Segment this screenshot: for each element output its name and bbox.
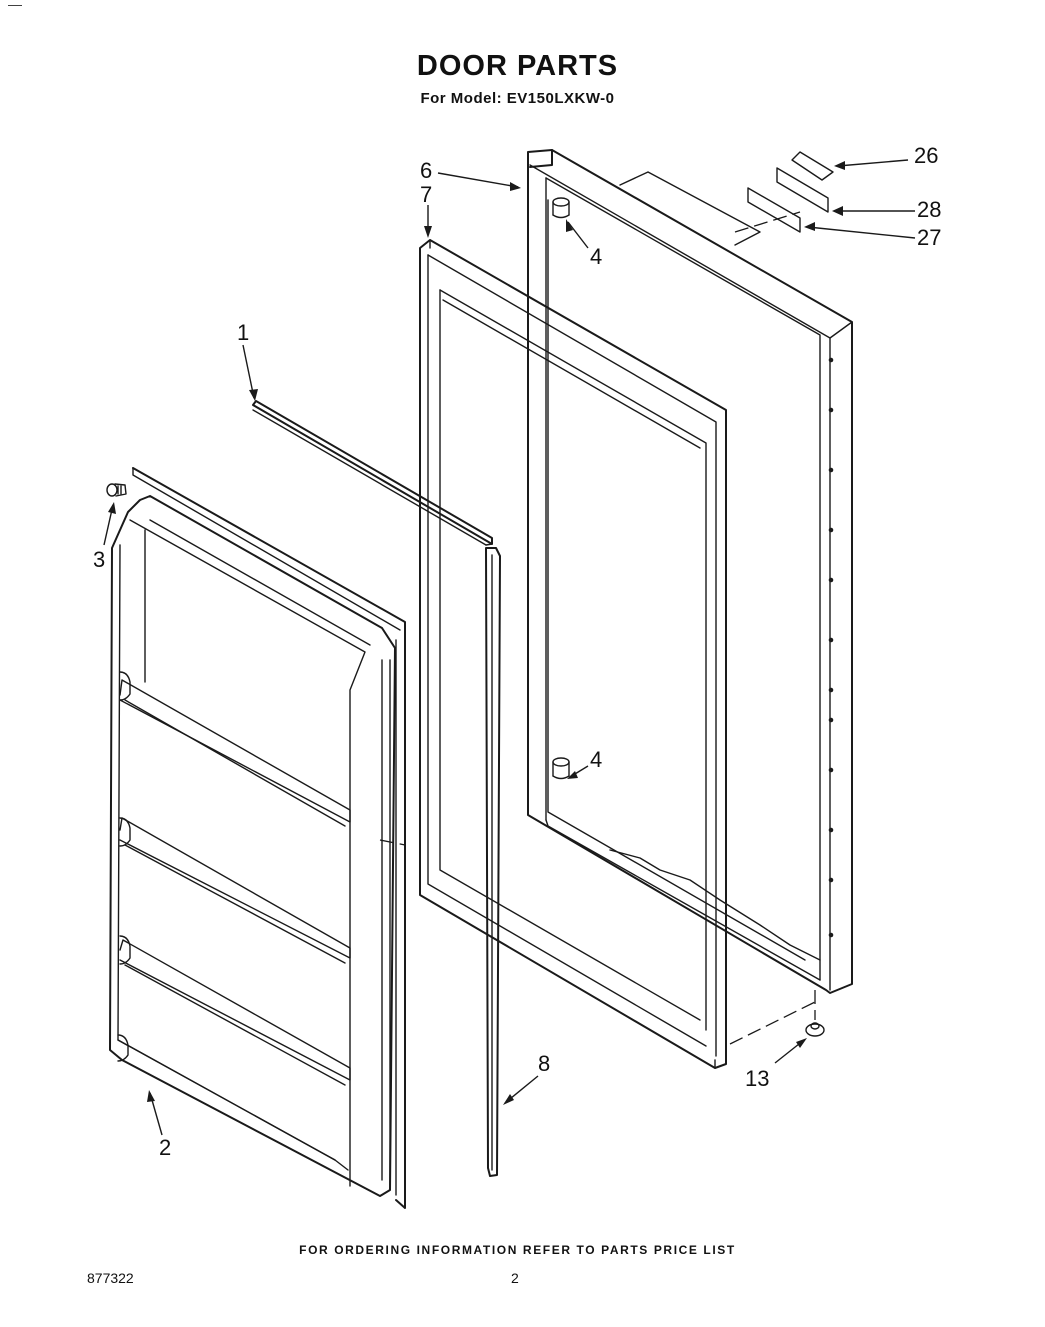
part-13-hinge-pin xyxy=(805,1022,825,1037)
leader-lines xyxy=(103,159,916,1136)
callout-4-upper: 4 xyxy=(590,244,602,269)
callout-6: 6 xyxy=(420,158,432,183)
part-3-screw xyxy=(106,483,127,497)
part-2-door-liner xyxy=(109,467,406,1209)
page-title: DOOR PARTS xyxy=(416,50,619,82)
callout-1: 1 xyxy=(237,320,249,345)
part-4-door-stop-upper xyxy=(552,197,570,219)
part-28-trim xyxy=(776,167,829,213)
part-6-door-panel xyxy=(527,149,853,994)
part-7-door-gasket xyxy=(419,239,727,1069)
callout-3: 3 xyxy=(93,547,105,572)
part-4-door-stop-lower xyxy=(552,757,570,780)
callout-13: 13 xyxy=(745,1066,769,1091)
document-number: 877322 xyxy=(87,1270,134,1286)
corner-mark: — xyxy=(8,0,22,12)
callout-28: 28 xyxy=(917,197,941,222)
callout-27: 27 xyxy=(917,225,941,250)
part-26-trim xyxy=(791,151,834,181)
callout-8: 8 xyxy=(538,1051,550,1076)
page-number: 2 xyxy=(511,1270,519,1286)
callout-4-lower: 4 xyxy=(590,747,602,772)
model-subtitle: For Model: EV150LXKW-0 xyxy=(420,90,615,107)
ordering-info-note: FOR ORDERING INFORMATION REFER TO PARTS … xyxy=(299,1243,736,1257)
callout-26: 26 xyxy=(914,143,938,168)
part-1-top-rail xyxy=(252,400,493,546)
panel-holes xyxy=(828,357,834,938)
part-8-side-strip xyxy=(485,547,501,1177)
callout-7: 7 xyxy=(420,182,432,207)
callout-2: 2 xyxy=(159,1135,171,1160)
part-27-trim xyxy=(747,187,801,233)
